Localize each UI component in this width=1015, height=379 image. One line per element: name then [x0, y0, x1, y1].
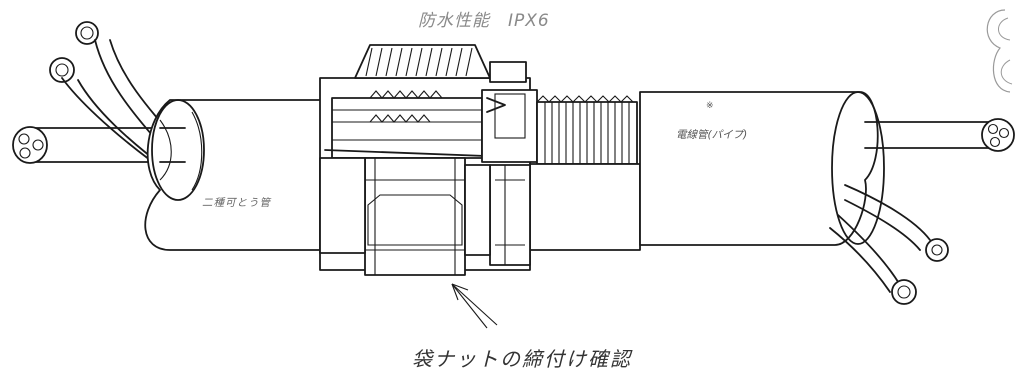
electric-pipe-label: 電線管(パイプ): [676, 129, 748, 141]
flexible-conduit: [144, 99, 331, 251]
pipe-note-mark: ※: [706, 101, 714, 111]
cable-end-icon: [49, 57, 75, 83]
arrow-icon: [451, 283, 498, 329]
cable-end-icon: [75, 21, 99, 45]
caption: 袋ナットの締付け確認: [412, 347, 632, 371]
electric-pipe: [639, 91, 885, 246]
flexible-conduit-label: 二種可とう管: [202, 197, 271, 209]
connector-body: [319, 44, 641, 276]
diagram-title: 防水性能 IPX6: [418, 11, 550, 31]
cable-end-icon: [925, 238, 949, 262]
right-lower-cables: [829, 184, 931, 293]
left-main-cable: [12, 126, 161, 164]
cable-end-icon: [891, 279, 917, 305]
right-main-cable: [864, 118, 1015, 152]
sketch-mark: [986, 9, 1013, 93]
